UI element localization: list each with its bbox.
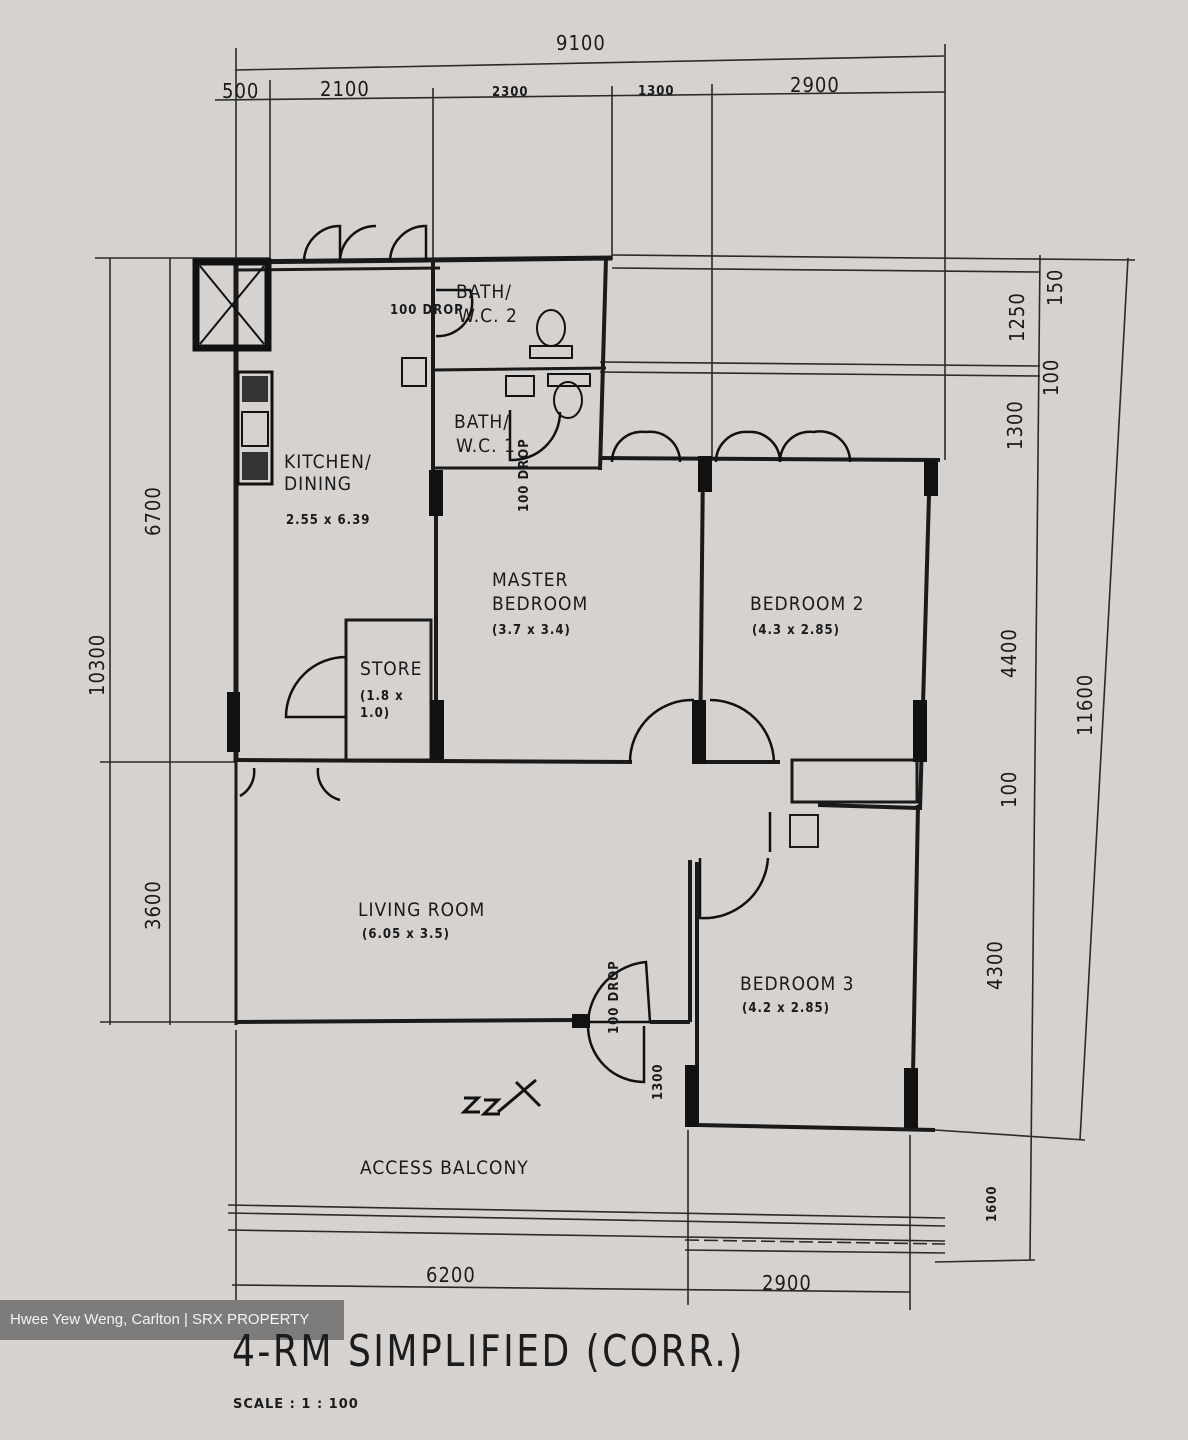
dim-total-width: 9100 [556, 31, 606, 55]
dim-right-4400: 4400 [997, 628, 1021, 678]
dim-bottom-2900: 2900 [762, 1271, 812, 1295]
dim-right-4300: 4300 [983, 940, 1007, 990]
dim-top-2900: 2900 [790, 73, 840, 97]
walls [233, 255, 941, 1132]
right-dimension-lines [599, 254, 1136, 1263]
dim-right-100b: 100 [997, 771, 1021, 808]
dim-right-150: 150 [1043, 269, 1067, 306]
dim-top-500: 500 [222, 79, 259, 103]
master-label-2: BEDROOM [492, 593, 588, 615]
door-swings [239, 224, 852, 1084]
dim-top-1300: 1300 [638, 84, 675, 99]
left-dimension-lines [95, 257, 270, 1025]
dim-right-1250: 1250 [1005, 292, 1029, 342]
bottom-dimension-lines [227, 1030, 946, 1310]
store-label: STORE [360, 658, 422, 680]
master-label-1: MASTER [492, 569, 568, 591]
living-label: LIVING ROOM [358, 899, 485, 921]
bedroom3-label: BEDROOM 3 [740, 973, 855, 995]
north-arrow [460, 1078, 542, 1116]
drop-label-3: 100 DROP [607, 960, 622, 1034]
dim-right-11600: 11600 [1073, 674, 1097, 736]
bath2-label-2: W.C. 2 [458, 305, 518, 327]
columns [227, 456, 938, 1128]
bedroom2-size: (4.3 x 2.85) [752, 623, 840, 638]
watermark: Hwee Yew Weng, Carlton | SRX PROPERTY [0, 1300, 344, 1340]
dim-left-6700: 6700 [141, 486, 165, 536]
dim-top-2100: 2100 [320, 77, 370, 101]
room-labels: BATH/ W.C. 2 BATH/ W.C. 1 100 DROP 100 D… [284, 281, 865, 1179]
dim-top-2300: 2300 [492, 85, 529, 100]
bedroom3-size: (4.2 x 2.85) [742, 1001, 830, 1016]
top-dimension-lines [214, 44, 946, 460]
dim-right-1600: 1600 [985, 1185, 1000, 1222]
dim-left-10300: 10300 [85, 634, 109, 696]
bath1-label-1: BATH/ [454, 411, 510, 433]
plan-scale: SCALE : 1 : 100 [233, 1397, 359, 1412]
kitchen-fixtures [192, 258, 274, 486]
drop-label-2: 100 DROP [517, 438, 532, 512]
bath2-label-1: BATH/ [456, 281, 512, 303]
dimension-labels: 9100 500 2100 2300 1300 2900 6700 10300 … [85, 31, 1097, 1295]
dim-door-1300: 1300 [651, 1063, 666, 1100]
store-size-2: 1.0) [360, 706, 390, 721]
kitchen-size: 2.55 x 6.39 [286, 513, 370, 528]
dim-right-100: 100 [1039, 359, 1063, 396]
drop-label-1: 100 DROP [390, 303, 464, 318]
dim-left-3600: 3600 [141, 880, 165, 930]
plan-title: 4-RM SIMPLIFIED (CORR.) [232, 1326, 745, 1377]
bath1-label-2: W.C. 1 [456, 435, 516, 457]
balcony-label: ACCESS BALCONY [360, 1157, 529, 1179]
kitchen-label-1: KITCHEN/ [284, 451, 372, 473]
bath-fixtures [401, 309, 591, 419]
kitchen-label-2: DINING [284, 473, 352, 495]
bedroom2-label: BEDROOM 2 [750, 593, 865, 615]
store-size-1: (1.8 x [360, 689, 404, 704]
dim-bottom-6200: 6200 [426, 1263, 476, 1287]
master-size: (3.7 x 3.4) [492, 623, 571, 638]
dim-right-1300: 1300 [1003, 400, 1027, 450]
living-size: (6.05 x 3.5) [362, 927, 450, 942]
